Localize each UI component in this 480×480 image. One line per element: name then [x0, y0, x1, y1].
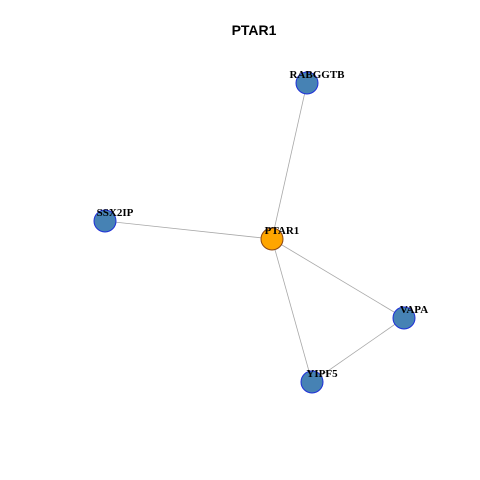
- node-ssx2ip[interactable]: [93, 209, 117, 233]
- node-label-ptar1: PTAR1: [265, 225, 300, 237]
- edges-layer: [104, 82, 405, 383]
- edge-ptar1-rabggtb: [271, 82, 308, 240]
- edge-ptar1-vapa: [271, 238, 405, 319]
- labels-layer: PTAR1 RABGGTB SSX2IP VAPA YIPF5: [97, 69, 429, 380]
- node-ptar1[interactable]: [260, 227, 284, 251]
- node-label-yipf5: YIPF5: [306, 368, 338, 380]
- node-vapa[interactable]: [392, 306, 416, 330]
- node-label-ssx2ip: SSX2IP: [97, 207, 134, 219]
- node-label-rabggtb: RABGGTB: [289, 69, 345, 81]
- edge-ptar1-yipf5: [271, 238, 313, 383]
- edge-ptar1-ssx2ip: [104, 220, 273, 240]
- diagram-title: PTAR1: [232, 22, 277, 38]
- node-rabggtb[interactable]: [295, 71, 319, 95]
- node-label-vapa: VAPA: [400, 304, 428, 316]
- nodes-layer: [93, 71, 416, 394]
- edge-vapa-yipf5: [311, 317, 405, 383]
- node-yipf5[interactable]: [300, 370, 324, 394]
